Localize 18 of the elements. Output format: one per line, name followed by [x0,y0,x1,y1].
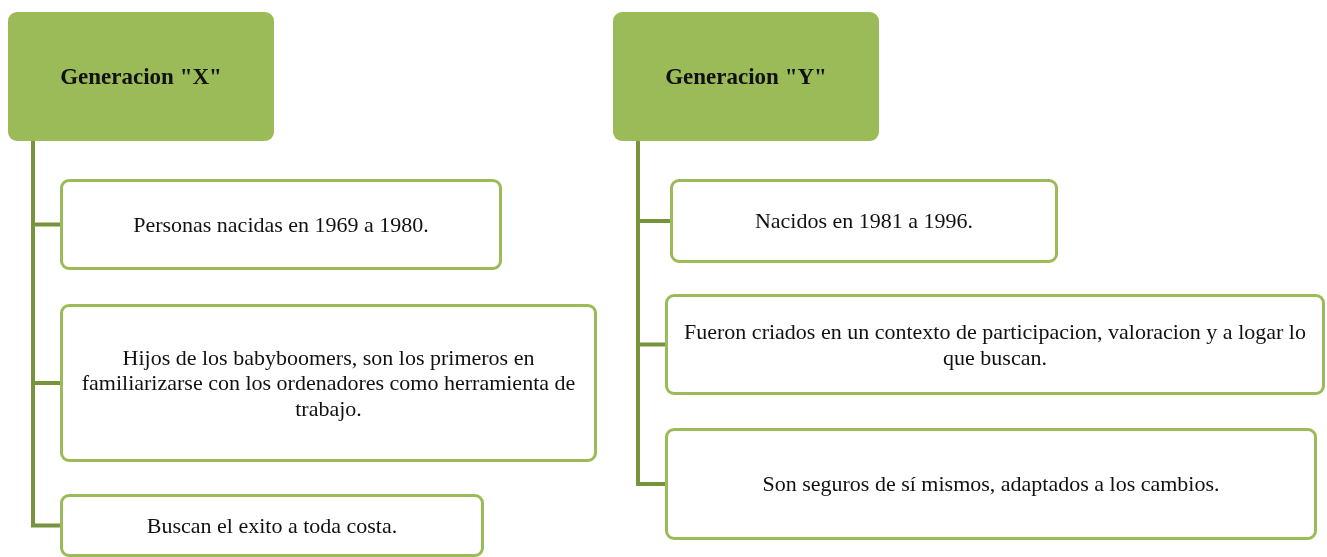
box-text: Fueron criados en un contexto de participacion, valoracion y a logar lo que buscan. [684,319,1306,370]
text-box [665,428,1317,540]
header-text: Generacion "X" [60,63,222,90]
connector-line [636,141,665,486]
box-text: Personas nacidas en 1969 a 1980. [133,211,429,238]
box-text: Nacidos en 1981 a 1996. [754,208,974,234]
header-box [8,12,274,141]
text-box [60,494,484,557]
text-box [60,304,597,462]
box-text: Son seguros de sí mismos, adaptados a los cambios. [762,471,1220,497]
box-text: Hijos de los babyboomers, son los primeros en familiarizarse con los ordenadores como herramienta de trabajo. [80,345,577,421]
text-box [665,294,1325,395]
text-box [670,179,1058,263]
text-box [60,179,502,270]
box-text: Buscan el exito a toda costa. [146,512,398,539]
header-box [613,12,879,141]
header-text: Generacion "Y" [665,63,827,90]
connector-line [31,141,60,528]
